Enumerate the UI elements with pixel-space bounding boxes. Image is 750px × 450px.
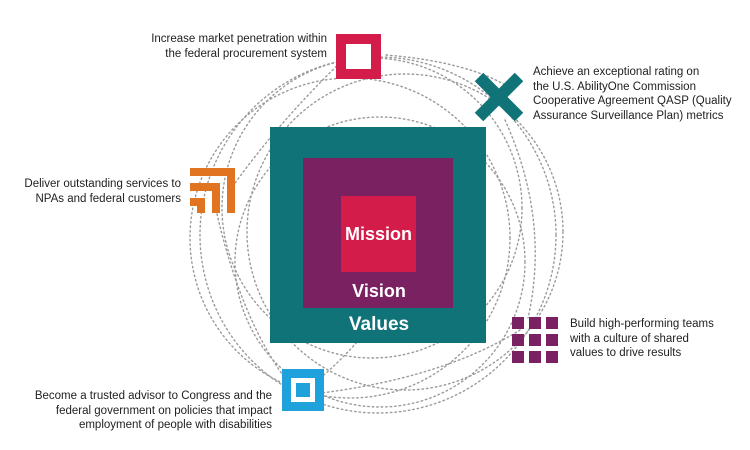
- orbit-arc: [214, 204, 291, 386]
- orbit-arc: [304, 329, 521, 396]
- goal-services-caption: Deliver outstanding services to NPAs and…: [24, 177, 181, 206]
- goal-market-line: the federal procurement system: [165, 47, 327, 60]
- mission-square: [341, 196, 416, 272]
- square-ring-icon: [336, 34, 381, 79]
- goal-teams-line: with a culture of shared: [570, 332, 689, 345]
- goal-market-line: Increase market penetration within: [151, 33, 327, 45]
- goal-advisor-caption: Become a trusted advisor to Congress and…: [35, 389, 272, 433]
- goal-market-caption: Increase market penetration within the f…: [151, 32, 327, 61]
- goal-teams-line: Build high-performing teams: [570, 318, 714, 330]
- square-ring-icon: [282, 369, 324, 411]
- x-cross-icon: [474, 72, 524, 122]
- orbit-arc: [504, 119, 536, 319]
- goal-teams-line: values to drive results: [570, 347, 682, 359]
- orbit-circle: [234, 116, 526, 408]
- goal-services-line: NPAs and federal customers: [35, 192, 181, 205]
- mission-label: Mission: [344, 224, 412, 244]
- vision-label: Vision: [352, 281, 406, 301]
- goal-rating-line: the U.S. AbilityOne Commission: [533, 80, 696, 93]
- orbit-circle: [246, 73, 564, 391]
- goal-services-line: Deliver outstanding services to: [24, 178, 181, 190]
- values-label: Values: [348, 314, 410, 335]
- goal-rating-line: Cooperative Agreement QASP (Quality: [533, 95, 732, 107]
- goal-rating-caption: Achieve an exceptional rating on the U.S…: [533, 65, 732, 123]
- grid-icon: [512, 317, 558, 363]
- goal-advisor-line: employment of people with disabilities: [78, 419, 272, 431]
- goal-teams-caption: Build high-performing teams with a cultu…: [570, 317, 714, 361]
- orbit-arc: [229, 57, 346, 191]
- goal-advisor-line: Become a trusted advisor to Congress and…: [34, 390, 272, 402]
- goal-advisor-line: federal government on policies that impa…: [55, 404, 272, 417]
- goal-rating-line: Assurance Surveillance Plan) metrics: [533, 109, 724, 122]
- nested-corners-icon: [190, 168, 235, 213]
- goal-rating-line: Achieve an exceptional rating on: [533, 66, 700, 78]
- orbit-arc: [385, 54, 511, 89]
